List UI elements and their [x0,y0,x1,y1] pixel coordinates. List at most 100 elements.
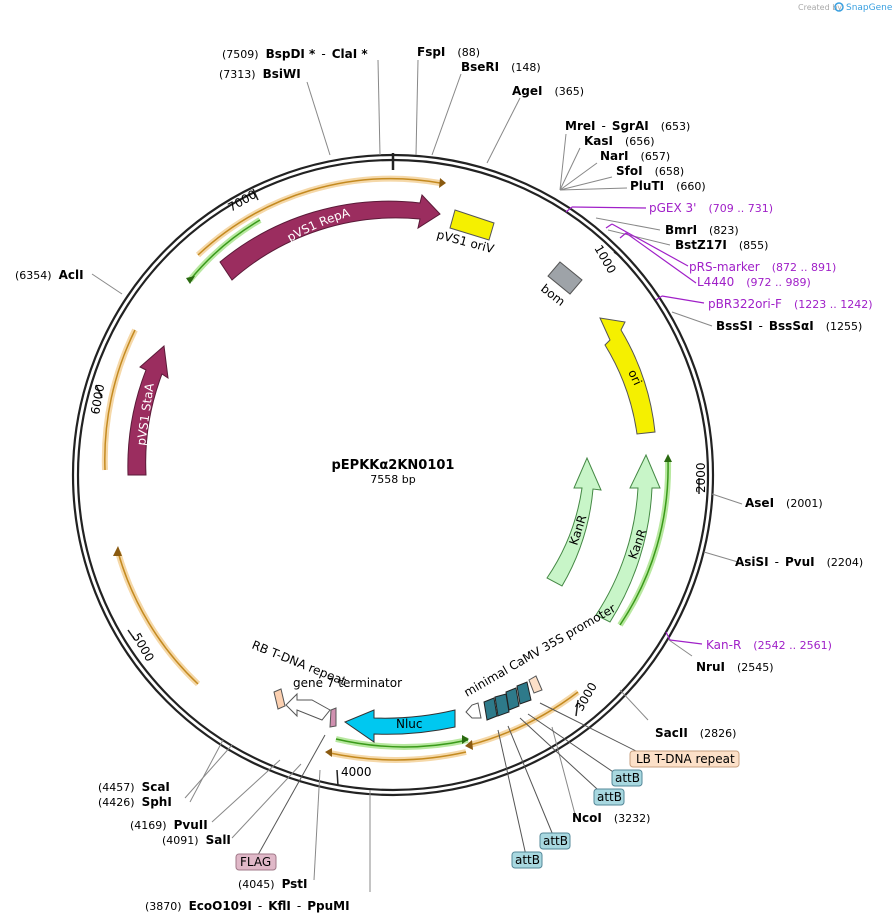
lb-box [629,750,740,768]
orf-arc-bottom-left [115,551,201,687]
orf-arc-bottom-2-line [329,751,467,761]
enzyme-pluti[interactable]: PluTI(660) [630,179,706,193]
attb-label-1[interactable]: attB [615,771,640,785]
enzyme-psti[interactable]: (4045)PstI [238,877,308,891]
tick-4000 [336,769,339,787]
enzyme-agei[interactable]: AgeI(365) [512,84,584,98]
tick-label-2000: 2000 [694,462,708,493]
enzyme-bstz17i[interactable]: BstZ17I(855) [675,238,768,252]
feature-pvs1-staa[interactable]: pVS1 StaA [127,345,169,476]
attb-box-1 [611,769,643,787]
scale-ticks [95,188,700,787]
enzyme-acli[interactable]: (6354)AclI [15,268,84,282]
gene7-label: gene 7 terminator [293,676,402,690]
orf-arc-right-green-arrow [664,454,672,462]
feature-pvs1-repa[interactable]: pVS1 RepA [219,193,441,281]
enzyme-asei[interactable]: AseI(2001) [745,496,823,510]
attb-label-3[interactable]: attB [543,834,568,848]
plasmid-name: pEPKKα2KN0101 [332,458,455,473]
scale-labels: 1000 2000 3000 4000 5000 6000 7000 [88,187,708,779]
tick-7000 [252,188,259,201]
attb-box-4 [511,851,543,869]
ori-label: ori [625,367,644,387]
enzyme-pvuii[interactable]: (4169)PvuII [130,818,208,832]
enzyme-nrui[interactable]: NruI(2545) [696,660,774,674]
primer-markers [565,206,705,645]
tick-6000 [95,384,103,399]
feature-kanr-inner[interactable]: KanR [546,456,602,587]
enzyme-scai[interactable]: (4457)ScaI [98,780,170,794]
pvs1-staa-label: pVS1 StaA [134,382,157,447]
orf-arc-bottom-right-arrow [465,740,473,750]
tick-5000 [127,629,136,641]
attb-label-4[interactable]: attB [515,853,540,867]
orf-arc-right-green-line [619,459,669,626]
enzyme-sali[interactable]: (4091)SalI [162,833,231,847]
lb-label[interactable]: LB T-DNA repeat [636,752,735,766]
orf-arc-top-arrow [439,178,446,188]
enzyme-labels: (7509)BspDI *-ClaI * FspI(88) BseRI(148)… [15,45,863,913]
feature-ori[interactable]: ori [599,317,656,435]
enzyme-bsssi[interactable]: BssSI-BssSαI(1255) [716,319,862,333]
enzyme-leaders [91,59,743,892]
enzyme-fspi[interactable]: FspI(88) [417,45,480,59]
feature-kanr-outer[interactable]: KanR [595,453,661,623]
enzyme-sfoi[interactable]: SfoI(658) [616,164,684,178]
snapgene-brand: Created by SnapGene [798,2,893,13]
enzyme-sphi[interactable]: (4426)SphI [98,795,172,809]
feature-gene7-terminator[interactable]: gene 7 terminator RB T-DNA repeat [250,638,402,728]
plasmid-length: 7558 bp [370,473,415,486]
boxed-labels: LB T-DNA repeat attB attB attB attB FLAG [235,750,740,871]
enzyme-bmri[interactable]: BmrI(823) [665,223,739,237]
enzyme-nari[interactable]: NarI(657) [600,149,670,163]
snapgene-text: SnapGene [846,3,893,13]
tick-3000 [575,699,579,717]
tick-label-5000: 5000 [129,631,156,664]
orf-arc-bottom-left-line [117,551,199,685]
attb-box-3 [539,832,571,850]
orf-arc-left-line [104,329,136,471]
tick-label-4000: 4000 [341,765,372,779]
flag-label[interactable]: FLAG [240,855,271,869]
snapgene-logo-icon [834,2,844,12]
primer-labels: pGEX 3'(709 .. 731) pRS-marker(872 .. 89… [649,201,873,652]
feature-promoter[interactable]: minimal CaMV 35S promoter [462,601,619,721]
primer-pgex3[interactable]: pGEX 3'(709 .. 731) [649,201,773,215]
attb-label-2[interactable]: attB [597,790,622,804]
orf-arc-bottom-green-arrow [462,735,469,744]
enzyme-bsiwi[interactable]: (7313)BsiWI [219,67,301,81]
kanr-outer-label: KanR [626,527,650,561]
flag-box [235,853,277,871]
enzyme-bseri[interactable]: BseRI(148) [461,60,541,74]
attb-box-2 [593,788,625,806]
orf-arc-bottom-2-arrow [325,748,332,757]
enzyme-sacii[interactable]: SacII(2826) [655,726,736,740]
enzyme-ncoi[interactable]: NcoI(3232) [572,811,650,825]
enzyme-asisi[interactable]: AsiSI-PvuI(2204) [735,555,863,569]
enzyme-mrei[interactable]: MreI-SgrAI(653) [565,119,690,133]
tick-label-6000: 6000 [88,383,107,416]
nluc-label: Nluc [396,717,423,731]
feature-nluc[interactable]: Nluc [343,709,456,743]
orf-arc-bottom-left-arrow [113,546,122,556]
feature-leaders [253,702,651,863]
backbone [71,153,715,797]
feature-bom[interactable]: bom [538,261,583,309]
tick-label-1000: 1000 [591,243,618,276]
feature-pvs1-oriv[interactable]: pVS1 oriV [435,209,496,256]
primer-pbr322ori-f[interactable]: pBR322ori-F(1223 .. 1242) [708,297,873,311]
orf-arc-bottom-green-line [335,738,469,748]
enzyme-kasi[interactable]: KasI(656) [584,134,655,148]
primer-prs-marker[interactable]: pRS-marker(872 .. 891) [689,260,836,274]
primer-l4440[interactable]: L4440(972 .. 989) [697,275,811,289]
primer-kan-r[interactable]: Kan-R(2542 .. 2561) [706,638,832,652]
enzyme-ecoo109i[interactable]: (3870)EcoO109I-KflI-PpuMI [145,899,350,913]
created-by-text: Created by [798,3,842,12]
orf-arc-top-green-line [189,219,261,281]
enzyme-bspdi[interactable]: (7509)BspDI *-ClaI * [222,47,368,61]
orf-arc-top-green-arrow [186,276,195,284]
tick-1000 [613,251,623,259]
plasmid-title: pEPKKα2KN0101 7558 bp [332,458,455,486]
tick-label-7000: 7000 [226,187,259,214]
